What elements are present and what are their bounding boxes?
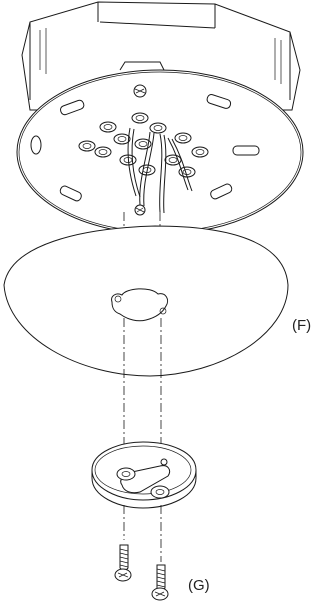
wires: [127, 127, 193, 214]
keyhole-opening: [111, 288, 169, 322]
cover-plate: [3, 225, 289, 377]
screw-right: [151, 564, 169, 601]
label-cover-plate: (F): [292, 317, 311, 334]
label-screws: (G): [188, 577, 210, 594]
screw-left: [114, 544, 132, 582]
base-slots: [30, 94, 260, 202]
mounting-bracket: [91, 441, 197, 509]
mounting-box: [16, 1, 304, 235]
